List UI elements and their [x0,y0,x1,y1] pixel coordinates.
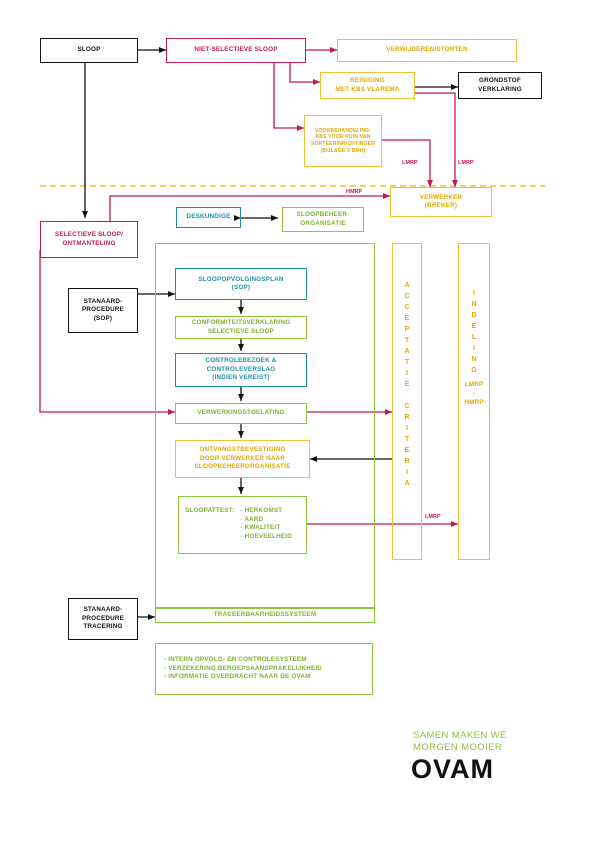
vertical-letter: E [404,315,410,322]
vertical-letter: I [473,290,475,297]
bottom-list-box: - INTERN OPVOLG- EN CONTROLESYSTEEM - VE… [155,643,373,695]
controlebezoek-label: CONTROLEBEZOEK & CONTROLEVERSLAG (INDIEN… [205,357,277,382]
ontvangstbevestiging-box: ONTVANGSTBEVESTIGING DOOR VERWERKER NAAR… [175,440,310,478]
vertical-letter: A [404,348,410,355]
deskundige-label: DESKUNDIGE [186,213,231,221]
verwerker-label: VERWERKER (BREKER) [419,193,463,210]
vertical-letter: C [404,304,410,311]
vertical-letter: T [404,436,410,443]
verwerkingstoelating-box: VERWERKINGSTOELATING [175,403,307,424]
standaardprocedure-tracering-label: STANAARD- PROCEDURE TRACERING [81,606,125,631]
sloopopvolgingsplan-box: SLOOPOPVOLGINGSPLAN (SOP) [175,268,307,300]
traceerbaarheidssysteem-box: TRACEERBAARHEIDSSYSTEEM [155,608,375,623]
verwijderen-storten-label: VERWIJDEREN/STORTEN [386,46,468,54]
selectieve-sloop-box: SELECTIEVE SLOOP/ ONTMANTELING [40,221,138,258]
lmrp-hmrp-label: LMRP - HMRP [464,381,484,406]
sloop-label: SLOOP [77,46,101,54]
vertical-letter: I [473,345,475,352]
voorbehandeling-box: VOORBEHANDELING: KBS VOOR PUIN VAN SORTE… [304,115,382,167]
conformiteitsverklaring-label: CONFORMITEITSVERKLARING SELECTIEVE SLOOP [191,319,291,335]
hmrp-label: HMRP [346,189,363,195]
sloopattest-title: SLOOPATTEST: [185,507,235,514]
sloop-box: SLOOP [40,38,138,63]
reiniging-label: REINIGING MET KBS VLAREMA [335,77,400,93]
vertical-letter: N [471,301,477,308]
deskundige-box: DESKUNDIGE [176,207,241,228]
selectieve-sloop-label: SELECTIEVE SLOOP/ ONTMANTELING [54,231,124,247]
vertical-letter: C [404,293,410,300]
vertical-letter: P [404,326,410,333]
lmrp-label-bottom: LMRP [425,514,441,520]
vertical-letter: I [406,425,408,432]
voorbehandeling-label: VOORBEHANDELING: KBS VOOR PUIN VAN SORTE… [310,127,376,154]
vertical-letter: R [404,458,410,465]
vertical-letter: T [404,337,410,344]
sloopbeheer-container [155,243,375,608]
sloopopvolgingsplan-label: SLOOPOPVOLGINGSPLAN (SOP) [198,275,284,292]
logo-tagline-2: MORGEN MOOIER [413,742,503,753]
vertical-letter: T [404,359,410,366]
vertical-letter: E [404,381,410,388]
vertical-letter: A [404,480,410,487]
vertical-letter: G [471,367,477,374]
verwijderen-storten-box: VERWIJDEREN/STORTEN [337,39,517,62]
grondstof-verklaring-box: GRONDSTOF VERKLARING [458,72,542,99]
bottom-list-label: - INTERN OPVOLG- EN CONTROLESYSTEEM - VE… [164,656,323,681]
vertical-letter: E [471,323,477,330]
verwerkingstoelating-label: VERWERKINGSTOELATING [197,409,285,417]
vertical-letter: E [404,447,410,454]
vertical-letter: L [471,334,477,341]
traceerbaarheidssysteem-label: TRACEERBAARHEIDSSYSTEEM [213,611,317,619]
vertical-letter: N [471,356,477,363]
niet-selectieve-sloop-label: NIET-SELECTIEVE SLOOP [194,46,278,54]
lmrp-label-1: LMRP [402,160,418,166]
vertical-letter: R [404,414,410,421]
lmrp-label-2: LMRP [458,160,474,166]
ontvangstbevestiging-label: ONTVANGSTBEVESTIGING DOOR VERWERKER NAAR… [194,446,291,471]
vertical-letter: I [406,469,408,476]
ovam-logo: OVAM [411,754,494,784]
vertical-letter [392,390,422,401]
acceptatie-criteria-box [392,243,422,560]
reiniging-box: REINIGING MET KBS VLAREMA [320,72,415,99]
vertical-letter: C [404,403,410,410]
logo-tagline-1: SAMEN MAKEN WE [413,730,507,741]
sloopbeheerorganisatie-box: SLOOPBEHEER- ORGANISATIE [282,207,364,232]
conformiteitsverklaring-box: CONFORMITEITSVERKLARING SELECTIEVE SLOOP [175,316,307,339]
vertical-letter: I [406,370,408,377]
standaardprocedure-box: STANAARD- PROCEDURE (SOP) [68,288,138,333]
niet-selectieve-sloop-box: NIET-SELECTIEVE SLOOP [166,38,306,63]
vertical-letter: D [471,312,477,319]
standaardprocedure-label: STANAARD- PROCEDURE (SOP) [81,297,125,322]
standaardprocedure-tracering-box: STANAARD- PROCEDURE TRACERING [68,598,138,640]
sloopattest-items: - HERKOMST - AARD - KWALITEIT - HOEVEELH… [240,507,292,540]
sloopbeheerorganisatie-label: SLOOPBEHEER- ORGANISATIE [296,211,350,227]
verwerker-box: VERWERKER (BREKER) [390,187,492,217]
sloopattest-box: SLOOPATTEST: - HERKOMST - AARD - KWALITE… [178,496,307,554]
controlebezoek-box: CONTROLEBEZOEK & CONTROLEVERSLAG (INDIEN… [175,353,307,387]
vertical-letter: A [404,282,410,289]
indeling-box [458,243,490,560]
grondstof-verklaring-label: GRONDSTOF VERKLARING [478,77,522,93]
